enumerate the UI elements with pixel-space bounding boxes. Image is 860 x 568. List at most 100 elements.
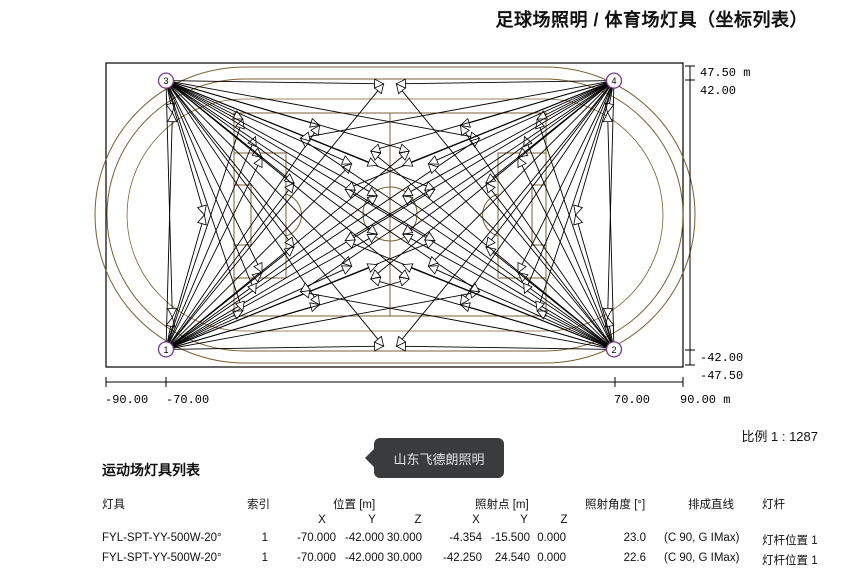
subheader-pos-y: Y	[368, 514, 376, 526]
aim-line	[165, 291, 480, 350]
watermark-badge: 山东飞德朗照明	[365, 438, 504, 478]
subheader-pos-z: Z	[414, 514, 422, 526]
aim-arrow	[427, 265, 440, 275]
axis-label-x-neg-90: -90.00	[105, 393, 148, 407]
pole-label: 3	[163, 76, 168, 86]
aim-line	[344, 80, 615, 241]
aim-arrow	[402, 233, 414, 244]
aim-line	[402, 80, 615, 235]
aim-arrow	[232, 110, 244, 120]
aim-line	[165, 345, 384, 350]
aim-arrow	[344, 231, 356, 242]
header-angle: 照射角度 [°]	[585, 499, 646, 511]
aim-line	[165, 80, 205, 216]
aim-line	[165, 80, 263, 273]
aim-line	[344, 189, 615, 350]
aim-arrow	[253, 261, 263, 274]
aim-line	[607, 112, 615, 350]
center-circle	[362, 186, 418, 242]
pole-marker	[605, 341, 623, 358]
aim-line	[428, 80, 615, 165]
scale-text: 比例 1 : 1287	[741, 429, 818, 444]
aim-line	[165, 80, 352, 267]
aim-arrow	[536, 110, 548, 120]
aim-arrow	[234, 300, 245, 312]
pole-marker	[605, 72, 623, 89]
aim-arrow	[253, 156, 263, 169]
aim-line	[165, 195, 378, 350]
aim-arrow	[398, 269, 410, 280]
aim-line	[536, 80, 615, 120]
pole-label: 1	[163, 345, 168, 355]
subheader-aim-y: Y	[520, 514, 528, 526]
axis-label-x-90: 90.00 m	[680, 393, 730, 407]
aim-arrow	[485, 236, 496, 248]
aim-line	[165, 80, 257, 294]
header-aim: 照射点 [m]	[475, 499, 529, 511]
aim-line	[517, 157, 615, 350]
aim-arrow	[573, 214, 584, 226]
aim-line	[165, 80, 410, 152]
aim-arrow	[340, 265, 353, 275]
aim-line	[300, 80, 615, 293]
header-fixture: 灯具	[102, 499, 125, 511]
subheader-aim-z: Z	[560, 514, 568, 526]
aim-line	[165, 83, 384, 350]
aim-line	[575, 214, 615, 350]
aim-line	[165, 163, 352, 350]
aim-arrow	[402, 186, 414, 197]
aim-line	[165, 112, 173, 350]
aim-line	[517, 80, 615, 273]
title-part-1: 足球场照明	[495, 10, 588, 30]
aim-line	[165, 80, 480, 293]
aim-line	[485, 80, 615, 248]
aim-line	[165, 80, 295, 248]
aim-line	[460, 80, 615, 305]
aim-line	[607, 80, 615, 318]
aim-arrow	[459, 124, 470, 137]
aim-line	[402, 233, 615, 350]
aim-arrow	[196, 214, 207, 226]
aim-arrow	[401, 157, 414, 167]
aim-line	[165, 80, 384, 347]
aim-line	[165, 214, 205, 350]
penalty-arc-right	[482, 193, 499, 237]
aim-arrow	[167, 111, 178, 123]
aim-line	[165, 137, 480, 350]
aim-arrow	[284, 182, 295, 194]
aim-arrow	[283, 173, 295, 184]
title-separator: /	[587, 10, 605, 30]
aim-arrow	[427, 255, 439, 267]
aim-line	[396, 83, 615, 350]
aim-arrow	[232, 310, 244, 320]
pole-marker	[157, 72, 175, 89]
pole-label: 4	[611, 76, 616, 86]
aim-arrow	[424, 231, 436, 242]
aim-arrow	[366, 157, 379, 167]
aim-line	[396, 345, 615, 350]
axis-label-x-neg-70: -70.00	[166, 393, 209, 407]
aim-line	[300, 80, 615, 139]
aim-arrow	[517, 261, 527, 274]
aim-arrow	[602, 307, 613, 319]
aim-arrow	[402, 195, 414, 206]
aim-arrow	[247, 282, 257, 295]
aim-line	[523, 80, 615, 294]
aim-line	[523, 136, 615, 350]
aim-arrow	[283, 246, 295, 257]
aim-line	[165, 118, 244, 350]
aim-line	[165, 80, 480, 139]
aim-arrow	[427, 155, 440, 165]
aim-line	[428, 80, 615, 267]
aim-line	[165, 80, 320, 305]
aim-arrow	[517, 156, 527, 169]
aim-arrow	[427, 163, 439, 175]
aim-arrow	[369, 143, 382, 154]
aim-arrow	[196, 204, 207, 216]
header-index: 索引	[247, 499, 270, 511]
aim-arrow	[373, 335, 385, 347]
penalty-arc-left	[285, 193, 302, 237]
aim-line	[165, 80, 378, 235]
aim-arrow	[459, 293, 470, 306]
aim-line	[165, 157, 263, 350]
